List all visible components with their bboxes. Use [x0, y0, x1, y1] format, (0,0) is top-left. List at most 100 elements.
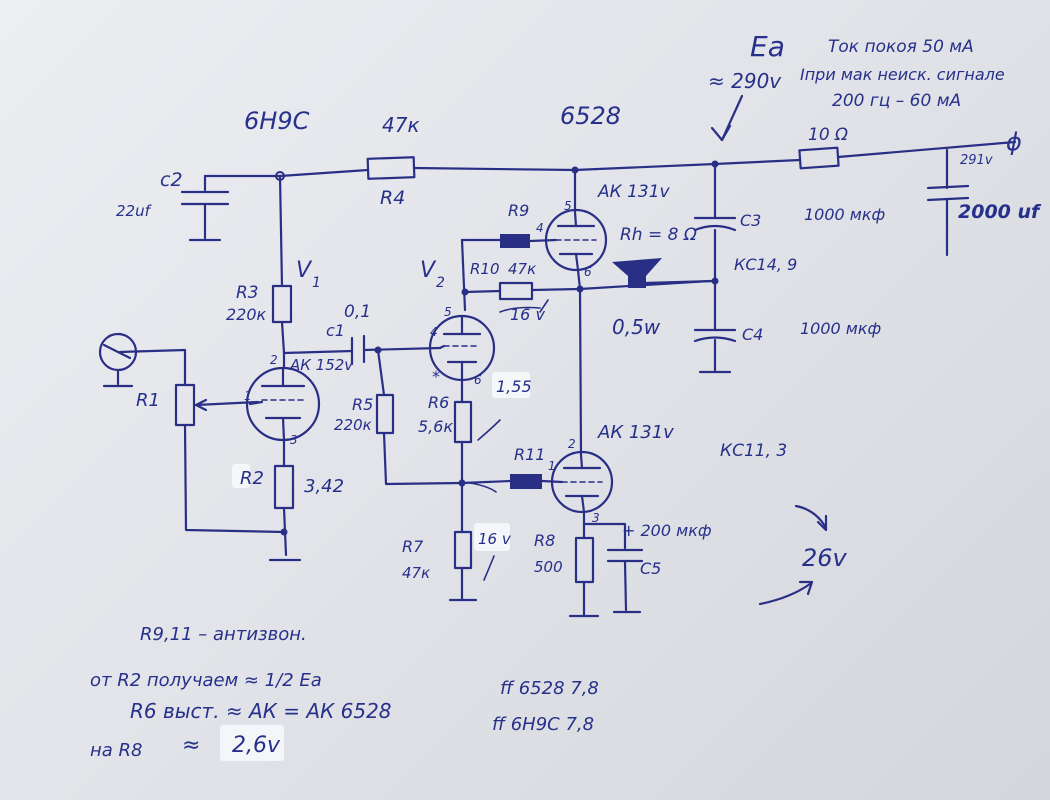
cathode-voltage: 26v	[802, 544, 848, 572]
note-line2: от R2 получаем ≈ 1/2 Ea	[90, 670, 322, 691]
r6-mark: *	[432, 367, 440, 386]
r4-label: R4	[380, 187, 405, 209]
ea-value: ≈ 290v	[708, 69, 782, 93]
r7-label: R7	[402, 537, 424, 556]
r6-label: R6	[428, 393, 449, 412]
v1-anode-voltage: АК 152v	[289, 356, 354, 374]
pin-lower-grid: 1	[548, 459, 556, 473]
upper-6528-anode-voltage: АК 131v	[597, 182, 671, 202]
c3-label: С3	[740, 211, 761, 230]
capacitor-c3-symbol	[693, 216, 737, 232]
kc-upper: КС14, 9	[734, 255, 797, 274]
c2-label: c2	[160, 169, 183, 191]
tube-6528-upper	[528, 208, 608, 272]
resistor-r5-symbol	[375, 393, 395, 435]
capacitor-c1-symbol	[350, 334, 366, 366]
ea-label: Ea	[750, 30, 785, 63]
resistor-r6-symbol	[453, 400, 473, 444]
pin-upper-grid: 4	[536, 221, 544, 235]
r1-label: R1	[136, 390, 160, 411]
tube-v2-6528-driver	[428, 314, 496, 382]
tube-6528-lower	[540, 450, 614, 514]
lower-6528-anode-voltage: АК 131v	[597, 422, 674, 443]
r3-label: R3	[236, 283, 259, 303]
c5-value: + 200 мкф	[622, 521, 712, 540]
r2-voltage: 3,42	[304, 476, 344, 497]
c5-label: С5	[640, 559, 661, 578]
note-line1: R9,11 – антизвон.	[140, 624, 307, 645]
c4-value: 1000 мкф	[800, 319, 881, 338]
c1-value: 0,1	[344, 302, 371, 322]
idle-current: Ток покоя 50 мA	[828, 37, 974, 57]
capacitor-c5-symbol	[606, 548, 644, 563]
r6-value: 5,6к	[418, 417, 453, 436]
r3-value: 220к	[226, 305, 267, 324]
r6-voltage: 1,55	[496, 377, 532, 396]
capacitor-c2-symbol	[180, 190, 230, 242]
resistor-r3-symbol	[271, 284, 293, 324]
cap-2000-label: 2000 uf	[958, 201, 1042, 223]
pin-upper-anode: 5	[564, 199, 572, 213]
r8-value: 500	[534, 558, 563, 576]
pin-lower-cathode: 3	[592, 511, 600, 525]
supply-terminal: ϕ	[1006, 128, 1022, 156]
r5-label: R5	[352, 395, 373, 414]
pin-v2-anode: 5	[444, 305, 452, 319]
r10-voltage: 16 v	[510, 305, 545, 324]
output-voltage: 291v	[960, 153, 993, 168]
resistor-r7-symbol	[453, 530, 473, 570]
load-impedance: Rh = 8 Ω	[620, 225, 697, 245]
v1-label: V	[296, 258, 313, 283]
resistor-r11-symbol	[510, 474, 542, 489]
heater-note-6528: ff 6528 7,8	[500, 678, 599, 699]
resistor-10ohm-symbol	[798, 146, 840, 170]
pin-v2-grid: 4	[430, 325, 438, 339]
r10-label: R10	[470, 260, 500, 278]
max-signal-line2: 200 гц – 60 мA	[832, 91, 961, 111]
r2-label: R2	[240, 468, 264, 489]
labels: 6Н9С 6528 V 1 V 2 Ea ≈ 290v Ток покоя 50…	[90, 30, 1042, 761]
pin-v2-cathode: 6	[474, 373, 482, 387]
r5-value: 220к	[334, 416, 372, 434]
max-signal-line1: Iпри мак неиск. сигнале	[800, 65, 1005, 84]
input-jack-icon	[98, 332, 138, 388]
resistor-10ohm-label: 10 Ω	[808, 125, 848, 145]
capacitor-c4-symbol	[693, 328, 737, 343]
v1-sub: 1	[312, 275, 321, 291]
resistor-r4-symbol	[366, 156, 416, 180]
r4-value: 47к	[382, 113, 420, 137]
tube-v1-type-label: 6Н9С	[244, 107, 310, 135]
resistor-r8-symbol	[574, 536, 595, 584]
note-line3: R6 выст. ≈ АК = АК 6528	[130, 699, 392, 723]
pin-lower-anode: 2	[568, 437, 576, 451]
tube-v2-type-label: 6528	[560, 102, 621, 130]
c1-label: c1	[326, 321, 345, 340]
pin-upper-cathode: 6	[584, 265, 592, 279]
capacitor-2000uf-symbol	[926, 184, 970, 202]
potentiometer-r1-symbol	[174, 383, 208, 427]
junction-dots	[275, 160, 719, 536]
note-line4-prefix: на R8	[90, 740, 142, 761]
r8-label: R8	[534, 531, 555, 550]
c4-label: С4	[742, 325, 763, 344]
kc-lower: КС11, 3	[720, 441, 787, 461]
resistor-r2-symbol	[273, 464, 295, 510]
r9-label: R9	[508, 201, 529, 220]
note-line4-approx: ≈	[182, 733, 200, 758]
v2-label: V	[420, 258, 437, 283]
r7-value: 47к	[402, 564, 430, 582]
resistor-r9-symbol	[500, 234, 530, 248]
c2-value: 22uf	[116, 202, 153, 220]
v2-sub: 2	[436, 275, 445, 291]
pin-v1-anode: 2	[270, 353, 278, 367]
resistor-r10-symbol	[498, 281, 534, 301]
pin-v1-cathode: 3	[290, 433, 298, 447]
pin-v1-grid: 1	[244, 389, 252, 403]
heater-note-6n9s: ff 6Н9С 7,8	[492, 714, 594, 735]
r11-label: R11	[514, 445, 545, 464]
c3-value: 1000 мкф	[804, 205, 885, 224]
note-line4-value: 2,6v	[232, 733, 281, 758]
speaker-icon	[612, 258, 662, 288]
